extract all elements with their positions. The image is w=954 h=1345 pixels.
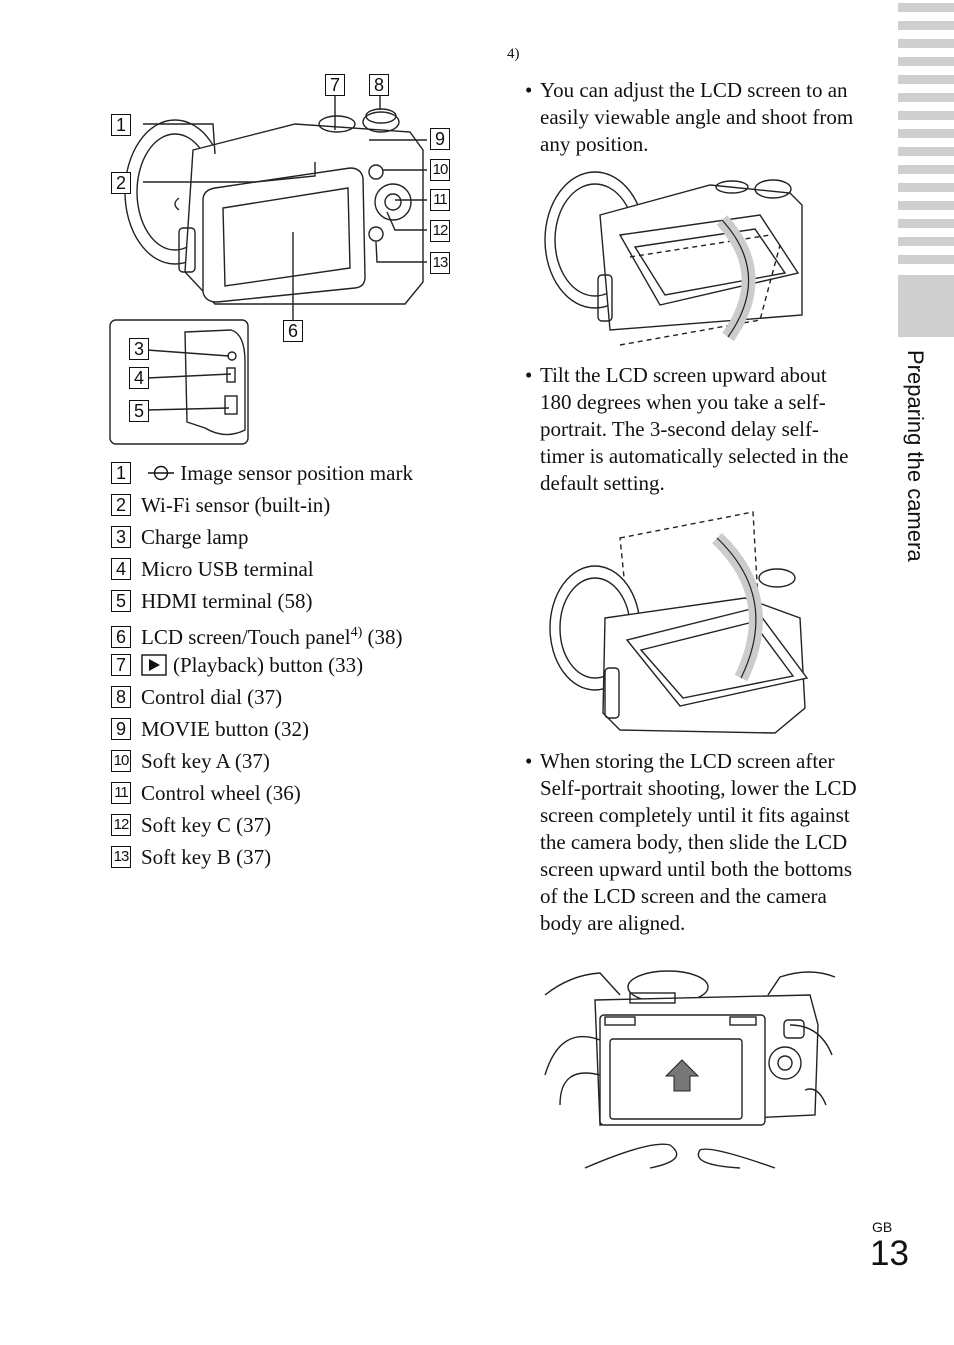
legend-number: 3: [111, 526, 131, 549]
legend-number: 11: [111, 782, 131, 805]
footnote-marker: 4): [350, 625, 363, 640]
legend-text: Micro USB terminal: [141, 557, 314, 581]
legend-item-11: 11 Control wheel (36): [111, 779, 301, 807]
legend-number: 5: [111, 590, 131, 613]
region-code: GB: [872, 1219, 893, 1235]
sidebar-tab: [898, 275, 954, 337]
bullet-adjust-angle: • You can adjust the LCD screen to an ea…: [525, 77, 860, 158]
legend-text: Soft key B (37): [141, 845, 272, 869]
callout-1: 1: [111, 114, 131, 136]
legend-item-3: 3 Charge lamp: [111, 523, 249, 551]
legend-item-1: 1 Image sensor position mark: [111, 459, 413, 487]
bullet-text: When storing the LCD screen after Self-p…: [540, 749, 857, 935]
bullet-self-portrait: • Tilt the LCD screen upward about 180 d…: [525, 362, 860, 497]
callout-13: 13: [430, 252, 450, 274]
bullet-symbol: •: [525, 363, 533, 387]
legend-text: Soft key A (37): [141, 749, 270, 773]
legend-item-12: 12 Soft key C (37): [111, 811, 271, 839]
legend-text: (Playback) button (33): [173, 653, 364, 677]
lcd-tilt-illustration: [544, 171, 803, 346]
legend-text: Control dial (37): [141, 685, 283, 709]
bullet-text: You can adjust the LCD screen to an easi…: [540, 78, 854, 156]
bullet-text: Tilt the LCD screen upward about 180 deg…: [540, 363, 849, 495]
callout-5: 5: [129, 400, 149, 422]
callout-9: 9: [430, 128, 450, 150]
legend-number: 9: [111, 718, 131, 741]
legend-number: 10: [111, 750, 131, 773]
legend-text: Image sensor position mark: [180, 461, 413, 485]
callout-8: 8: [369, 74, 389, 96]
legend-number: 7: [111, 654, 131, 677]
callout-7: 7: [325, 74, 345, 96]
legend-text: Wi-Fi sensor (built-in): [141, 493, 331, 517]
legend-item-5: 5 HDMI terminal (58): [111, 587, 312, 615]
legend-number: 8: [111, 686, 131, 709]
legend-item-7: 7 (Playback) button (33): [111, 651, 363, 679]
legend-text: HDMI terminal (58): [141, 589, 313, 613]
bullet-symbol: •: [525, 749, 533, 773]
playback-icon: [141, 654, 167, 676]
callout-3: 3: [129, 338, 149, 360]
legend-item-2: 2 Wi-Fi sensor (built-in): [111, 491, 330, 519]
legend-number: 4: [111, 558, 131, 581]
legend-text: Control wheel (36): [141, 781, 301, 805]
footnote-reference: 4): [507, 46, 520, 62]
callout-6: 6: [283, 320, 303, 342]
lcd-store-illustration: [544, 970, 836, 1169]
legend-number: 13: [111, 846, 131, 869]
legend-item-8: 8 Control dial (37): [111, 683, 282, 711]
callout-4: 4: [129, 367, 149, 389]
legend-item-4: 4 Micro USB terminal: [111, 555, 314, 583]
callout-2: 2: [111, 172, 131, 194]
lcd-selfportrait-illustration: [549, 511, 809, 734]
legend-item-10: 10 Soft key A (37): [111, 747, 270, 775]
legend-item-13: 13 Soft key B (37): [111, 843, 271, 871]
bullet-symbol: •: [525, 78, 533, 102]
callout-11: 11: [430, 189, 450, 211]
legend-number: 2: [111, 494, 131, 517]
callout-10: 10: [430, 159, 450, 181]
page-number: 13: [870, 1234, 909, 1273]
legend-number: 1: [111, 462, 131, 485]
bullet-store-lcd: • When storing the LCD screen after Self…: [525, 748, 860, 937]
sensor-position-mark-icon: [148, 465, 175, 481]
legend-text: Charge lamp: [141, 525, 249, 549]
legend-text: Soft key C (37): [141, 813, 272, 837]
section-title: Preparing the camera: [903, 350, 928, 562]
legend-text: LCD screen/Touch panel: [141, 625, 351, 649]
legend-number: 6: [111, 626, 131, 649]
legend-item-9: 9 MOVIE button (32): [111, 715, 309, 743]
legend-number: 12: [111, 814, 131, 837]
legend-text: MOVIE button (32): [141, 717, 309, 741]
legend-page-ref: (38): [362, 625, 403, 649]
callout-12: 12: [430, 220, 450, 242]
camera-rear-diagram: [109, 92, 427, 445]
legend-item-6: 6 LCD screen/Touch panel4) (38): [111, 619, 403, 649]
